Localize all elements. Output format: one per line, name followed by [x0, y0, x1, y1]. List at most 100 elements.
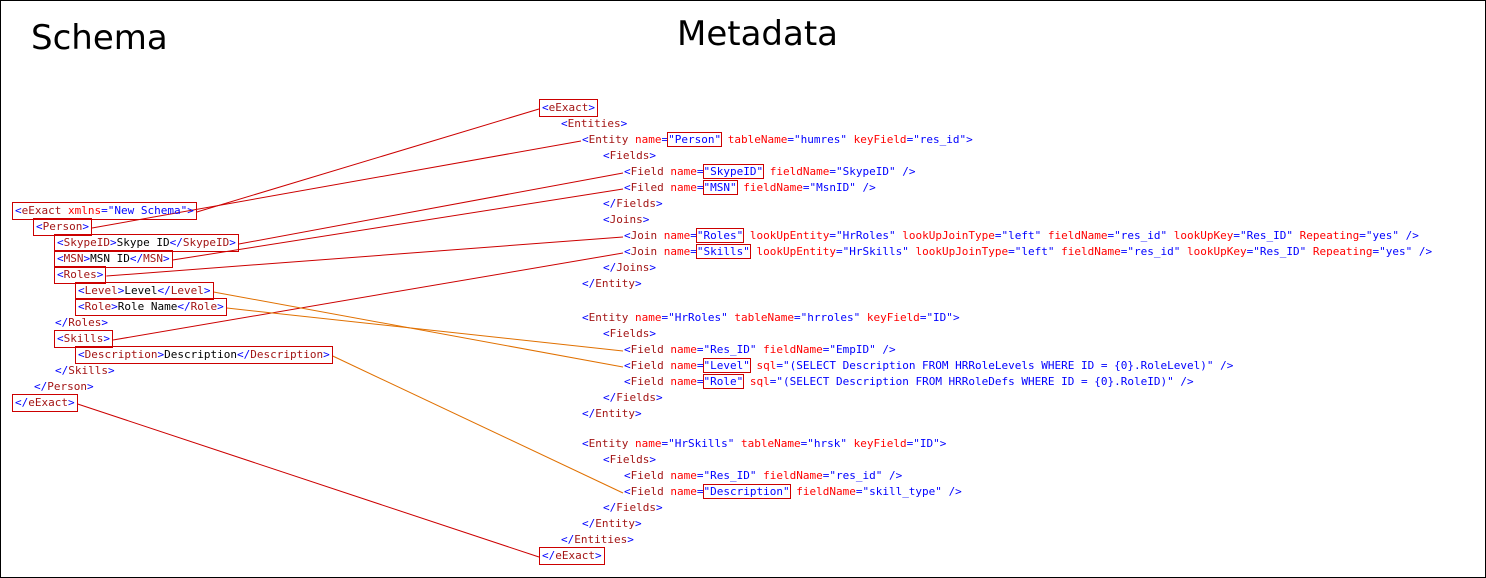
xml-tag: >	[627, 533, 634, 546]
xml-tag: <	[57, 332, 64, 345]
xml-attr: sql	[756, 359, 777, 372]
xml-tag: =	[906, 133, 914, 146]
xml-attr: name	[670, 469, 697, 482]
highlighted-value: "SkypeID"	[702, 164, 765, 179]
xml-tag: <	[624, 343, 631, 356]
xml-text: MSN ID	[90, 252, 130, 265]
xml-tag: =	[696, 359, 704, 372]
xml-tag: =	[802, 181, 810, 194]
xml-tag: <	[542, 101, 549, 114]
xml-tag: </	[603, 197, 617, 210]
xml-val: New Schema	[114, 204, 181, 217]
xml-sp	[1041, 229, 1048, 242]
connector-line	[172, 188, 624, 261]
xml-tag: <	[57, 268, 64, 281]
xml-sp	[1399, 229, 1406, 242]
xml-attr: name	[663, 229, 691, 242]
metadata-line: <Fields>	[603, 452, 656, 468]
xml-attr: Repeating	[1299, 229, 1360, 242]
xml-tag: <	[603, 327, 610, 340]
xml-attr: sql	[749, 375, 770, 388]
metadata-line: <Joins>	[603, 212, 649, 228]
xml-tag: >	[323, 348, 330, 361]
xml-tag: ">	[180, 204, 194, 217]
xml-val: "ID"	[913, 437, 940, 450]
xml-tag: >	[649, 149, 656, 162]
xml-tag: <	[603, 213, 610, 226]
xml-val: "left"	[1001, 229, 1042, 242]
xml-attr: keyField	[866, 311, 920, 324]
xml-name: Join	[630, 245, 658, 258]
xml-sp	[847, 437, 854, 450]
xml-val: "left"	[1014, 245, 1055, 258]
xml-name: Roles	[68, 316, 102, 329]
xml-tag: <	[603, 453, 610, 466]
xml-name: Person	[42, 220, 83, 233]
xml-tag: =	[919, 311, 927, 324]
xml-sp	[1293, 229, 1300, 242]
xml-name: Fields	[609, 149, 650, 162]
xml-val: "MsnID"	[809, 181, 856, 194]
metadata-line: <Join name="Skills" lookUpEntity="HrSkil…	[624, 244, 1432, 260]
xml-val: "Res_ID"	[1253, 245, 1307, 258]
xml-tag: <	[624, 165, 631, 178]
xml-sp	[882, 469, 889, 482]
xml-attr: name	[635, 311, 662, 324]
xml-tag: =	[1359, 229, 1366, 242]
xml-val: "HrRoles"	[835, 229, 896, 242]
xml-tag: >	[87, 380, 94, 393]
highlighted-value: "Level"	[702, 358, 751, 373]
xml-tag: =	[835, 245, 843, 258]
metadata-line: <Entity name="HrSkills" tableName="hrsk"…	[582, 436, 946, 452]
xml-tag: >	[157, 348, 165, 361]
xml-val: "ID"	[926, 311, 953, 324]
xml-tag: =	[787, 133, 794, 146]
xml-tag: />	[948, 485, 962, 498]
xml-name: Join	[630, 229, 658, 242]
xml-attr: tableName	[740, 437, 801, 450]
xml-tag: <	[624, 485, 631, 498]
xml-sp	[628, 311, 635, 324]
xml-tag: <	[78, 284, 85, 297]
xml-attr: fieldName	[763, 469, 823, 482]
xml-tag: =	[793, 311, 801, 324]
metadata-line: <Field name="Description" fieldName="ski…	[624, 484, 962, 500]
xml-tag: </	[34, 380, 48, 393]
xml-val: "skill_type"	[862, 485, 942, 498]
xml-name: Field	[630, 165, 664, 178]
xml-name: Fields	[616, 391, 656, 404]
xml-tag: =	[1120, 245, 1128, 258]
xml-name: eExact	[548, 101, 589, 114]
metadata-line: <Fields>	[603, 148, 656, 164]
xml-val: "HrSkills"	[668, 437, 735, 450]
xml-attr: fieldName	[743, 181, 803, 194]
xml-tag: </	[603, 261, 617, 274]
connector-line	[226, 307, 624, 352]
xml-tag: </	[582, 277, 596, 290]
xml-tag: =	[1372, 245, 1380, 258]
xml-val: "res_id"	[1127, 245, 1181, 258]
xml-name: Field	[630, 485, 664, 498]
xml-tag: >	[217, 300, 224, 313]
xml-sp	[61, 204, 68, 217]
xml-attr: name	[670, 181, 697, 194]
xml-sp	[1306, 245, 1313, 258]
xml-sp	[721, 133, 728, 146]
xml-val: "(SELECT Description FROM HRRoleLevels W…	[782, 359, 1214, 372]
xml-tag: />	[902, 165, 916, 178]
xml-tag: >	[649, 327, 656, 340]
schema-line: </Skills>	[55, 363, 115, 379]
xml-tag: >	[68, 396, 75, 409]
xml-tag: =	[769, 375, 777, 388]
xml-val: "SkypeID"	[835, 165, 896, 178]
xml-name: Entity	[588, 133, 629, 146]
xml-tag: >	[109, 236, 117, 249]
xml-tag: =	[696, 165, 704, 178]
xml-name: Fields	[616, 197, 656, 210]
xml-text: Description	[164, 348, 237, 361]
xml-attr: name	[670, 343, 697, 356]
xml-sp	[657, 245, 664, 258]
xml-sp	[1412, 245, 1419, 258]
xml-attr: Repeating	[1312, 245, 1373, 258]
xml-attr: lookUpEntity	[756, 245, 836, 258]
